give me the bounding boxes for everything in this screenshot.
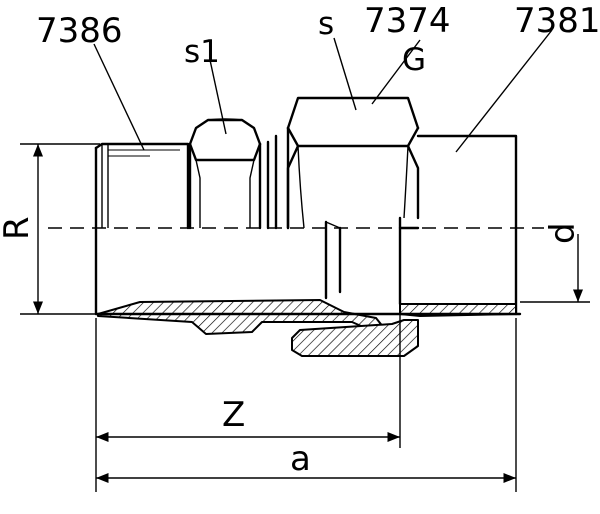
label-s: s — [318, 6, 334, 42]
label-a: a — [290, 439, 311, 479]
label-d: d — [543, 222, 583, 244]
cross-section-hatched — [94, 299, 522, 357]
leader-lines — [93, 29, 553, 153]
male-thread-marks — [108, 149, 180, 157]
union-nut-7374 — [286, 96, 420, 230]
dimension-a — [96, 318, 517, 492]
part-7386-body — [94, 142, 190, 316]
hex-s1-shape — [188, 118, 278, 230]
label-g: G — [402, 42, 426, 78]
inner-bore — [324, 220, 342, 300]
dimension-z — [95, 306, 401, 492]
dimension-r — [20, 143, 100, 315]
label-r: R — [0, 216, 37, 240]
label-7374: 7374 — [364, 1, 451, 41]
label-7381: 7381 — [514, 1, 600, 41]
part-7381-body — [398, 134, 518, 316]
label-s1: s1 — [184, 34, 220, 70]
label-7386: 7386 — [36, 11, 123, 51]
dimension-d — [520, 234, 590, 303]
label-z: Z — [222, 395, 245, 435]
